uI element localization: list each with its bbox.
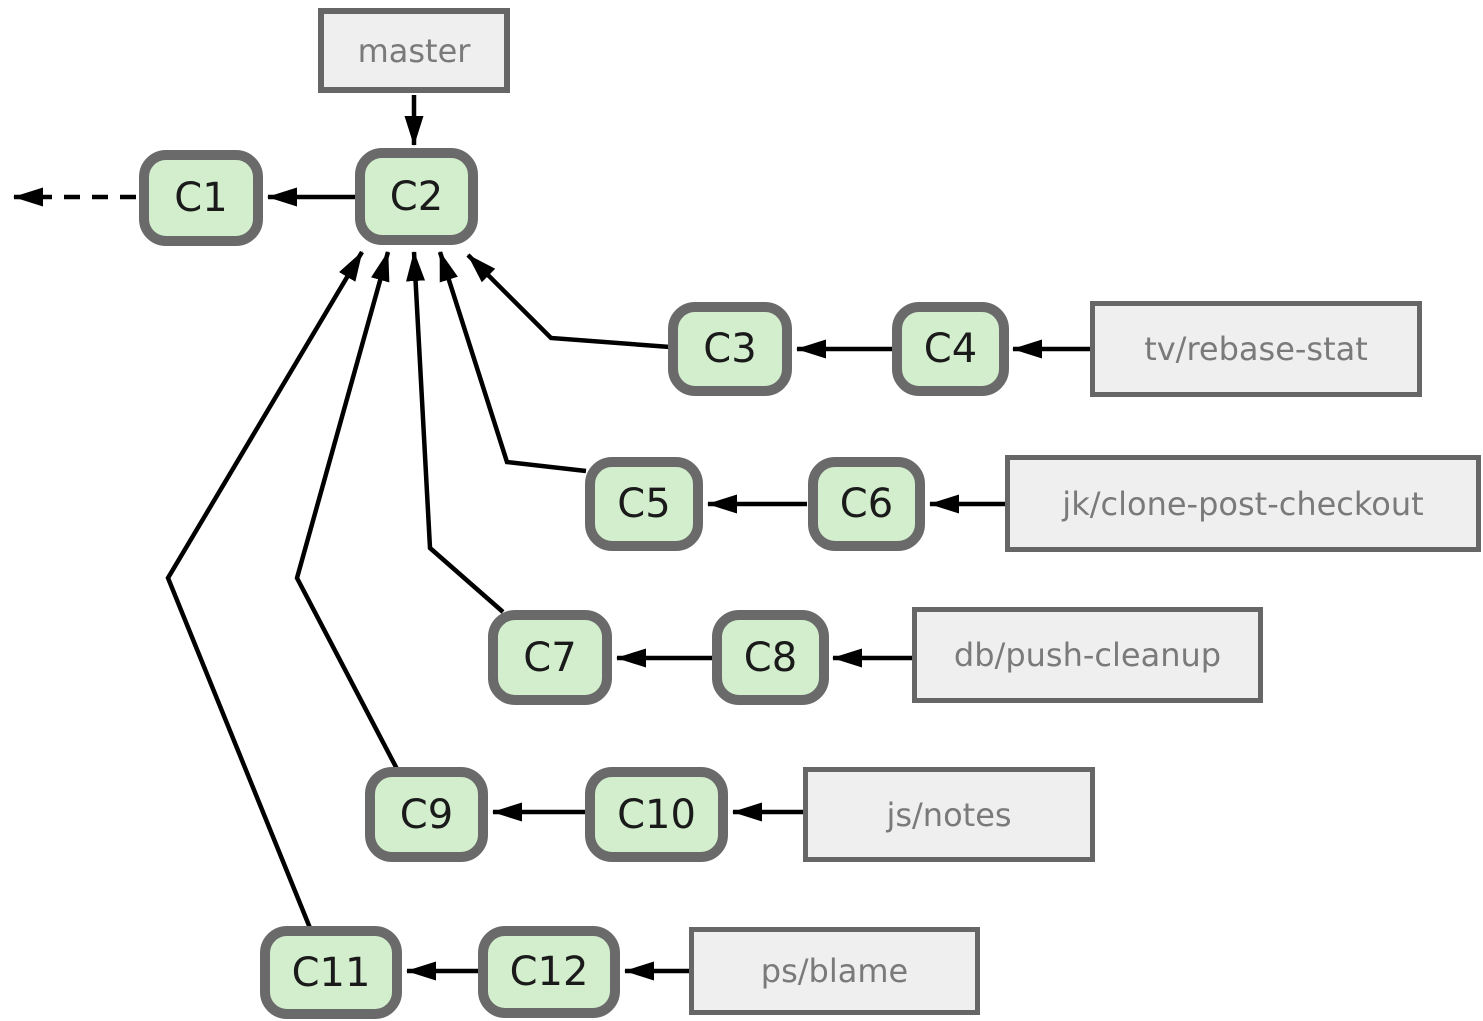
branch-label-db-push-cleanup: db/push-cleanup [912, 607, 1263, 703]
branch-label-jk-clone-post-checkout: jk/clone-post-checkout [1005, 455, 1481, 552]
commit-node-c4-label: C4 [923, 326, 978, 372]
branch-label-master: master [318, 8, 510, 93]
commit-node-c1: C1 [139, 150, 263, 246]
commit-node-c10-label: C10 [617, 791, 696, 838]
commit-node-c3: C3 [668, 302, 792, 396]
edge-c3-c2 [466, 253, 671, 350]
commit-node-c4: C4 [892, 302, 1009, 396]
commit-node-c11: C11 [260, 926, 402, 1019]
commit-node-c5: C5 [585, 457, 703, 551]
commit-node-c10: C10 [585, 767, 728, 862]
commit-node-c5-label: C5 [617, 481, 671, 527]
branch-label-tv-rebase-stat-text: tv/rebase-stat [1144, 330, 1368, 368]
commit-node-c2-label: C2 [389, 173, 444, 220]
edge-c9-c2 [294, 251, 399, 771]
branch-label-js-notes-text: js/notes [886, 795, 1012, 834]
branch-label-jk-clone-post-checkout-text: jk/clone-post-checkout [1062, 484, 1424, 523]
commit-node-c8: C8 [712, 610, 829, 705]
edge-c5-c2 [437, 251, 587, 474]
commit-node-c1-label: C1 [174, 175, 228, 221]
edge-c11-c2 [165, 250, 364, 929]
commit-node-c12: C12 [478, 926, 620, 1018]
branch-label-master-text: master [357, 31, 471, 70]
edge-c7-c2 [406, 251, 505, 614]
commit-node-c12-label: C12 [509, 949, 589, 995]
commit-node-c9: C9 [365, 767, 488, 862]
branch-label-ps-blame-text: ps/blame [760, 952, 909, 990]
commit-node-c7-label: C7 [523, 634, 577, 681]
commit-node-c7: C7 [488, 610, 612, 705]
commit-node-c8-label: C8 [743, 634, 798, 681]
commit-node-c6: C6 [808, 457, 925, 551]
branch-label-tv-rebase-stat: tv/rebase-stat [1090, 301, 1422, 397]
commit-node-c3-label: C3 [703, 326, 757, 372]
branch-label-db-push-cleanup-text: db/push-cleanup [953, 636, 1222, 674]
commit-node-c6-label: C6 [839, 481, 894, 527]
branch-label-ps-blame: ps/blame [689, 927, 980, 1015]
commit-node-c2: C2 [355, 148, 478, 245]
branch-label-js-notes: js/notes [803, 767, 1095, 862]
commit-node-c11-label: C11 [291, 949, 371, 996]
commit-node-c9-label: C9 [399, 791, 454, 838]
